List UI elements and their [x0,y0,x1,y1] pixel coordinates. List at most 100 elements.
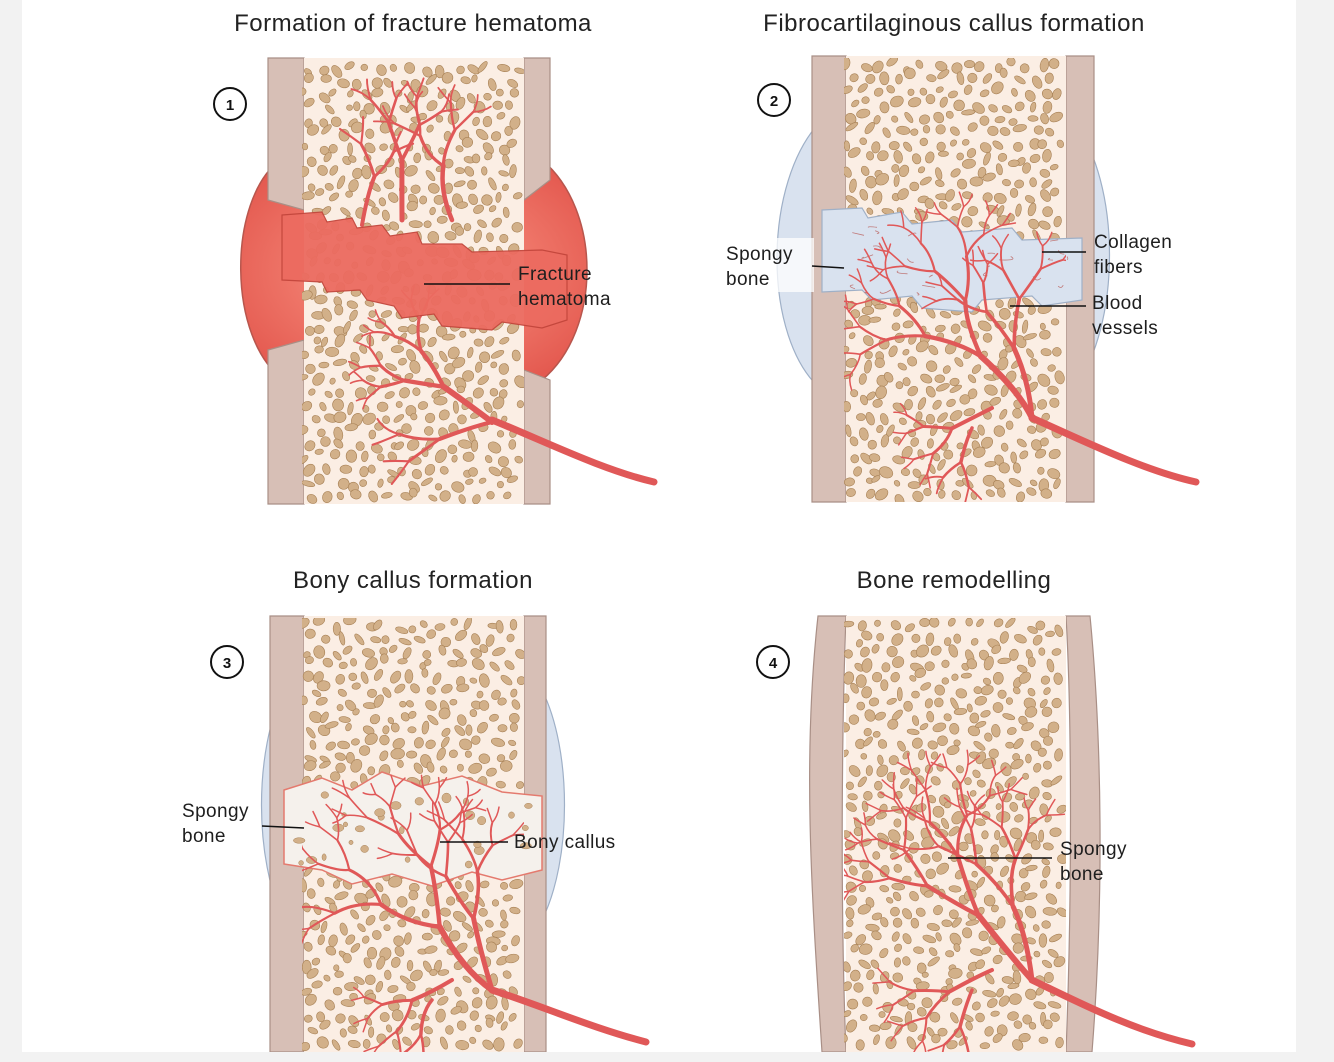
trabecula [849,178,857,193]
callus-pore [321,853,327,861]
trabecula [1014,179,1024,189]
trabecula [461,137,474,148]
callus-pore [374,808,386,817]
trabecula [1009,827,1023,840]
label-line: bone [726,269,770,290]
trabecula [997,689,1007,699]
trabecula [435,115,444,123]
trabecula [338,661,348,670]
trabecula [399,387,410,399]
trabecula [924,661,935,672]
cortex-left [808,615,847,1052]
trabecula [990,1010,1000,1017]
trabecula [1012,462,1021,474]
label-line: hematoma [518,289,611,310]
trabecula [324,721,339,729]
trabecula [977,424,985,436]
callus-pore [293,837,306,844]
trabecula [382,687,392,698]
trabecula [333,438,344,449]
blood-vessel-icon [418,813,436,822]
trabecula [409,360,421,374]
exit-vessel [1028,414,1200,486]
trabecula [844,722,850,733]
trabecula [1049,397,1060,408]
trabecula [1014,75,1026,85]
blood-vessel-icon [846,308,861,328]
trabecula [332,622,341,636]
trabecula [364,142,376,154]
trabecula [963,408,976,417]
blood-vessel-icon [397,832,433,869]
trabecula [337,740,350,750]
trabecula [935,932,942,942]
trabecula [314,448,324,455]
trabecula [367,464,376,474]
trabecula [954,357,964,367]
blood-vessel-icon [1000,801,1004,829]
trabecula [485,1017,494,1028]
trabecula [317,877,325,887]
trabecula [861,630,873,641]
blood-vessel-icon [853,817,867,826]
trabecula [864,709,876,722]
trabecula [1032,634,1043,646]
trabecula [972,1001,981,1011]
trabecula [890,672,900,683]
trabecula [502,154,510,166]
trabecula [383,924,391,931]
trabecula [998,995,1010,1007]
trabecula [912,490,924,502]
trabecula [844,649,853,659]
trabecula [408,487,418,498]
trabecula [337,78,350,89]
trabecula [1015,491,1026,502]
trabecula [995,803,1002,810]
blood-vessel-icon [436,923,495,993]
trabecula [885,1036,897,1049]
trabecula [346,300,358,309]
trabecula [909,301,919,313]
trabecula [930,751,939,760]
blood-vessel-icon [459,813,473,824]
trabecula [499,337,510,345]
blood-vessel-icon [921,1016,928,1043]
trabecula [926,922,940,931]
blood-vessel-icon [844,842,859,851]
callus-pore [306,856,318,864]
trabecula [956,178,968,190]
trabecula [966,658,978,670]
trabecula [1024,90,1036,102]
trabecula [1027,115,1039,122]
trabecula [991,904,999,913]
blood-vessel-icon [392,131,402,154]
panel-4: Bone remodelling 4 Spongy bone [756,567,1196,1052]
trabecula [868,316,882,323]
trabecula [314,294,328,305]
trabecula [362,935,370,944]
trabecula [970,638,979,646]
trabecula [921,971,929,978]
blood-vessel-icon [919,472,929,486]
trabecula [871,475,881,483]
trabecula [445,1025,454,1035]
trabecula [949,932,962,946]
trabecula [937,412,948,423]
trabecula [1041,858,1050,866]
blood-vessel-icon [900,456,915,461]
blood-vessel-icon [378,902,442,929]
trabecula [390,670,402,684]
trabecula [920,682,932,691]
trabecula [406,750,418,759]
trabecula [302,480,316,488]
blood-vessel-icon [437,86,452,104]
trabecula [1047,721,1060,734]
trabecula [460,76,471,85]
trabecula [373,669,384,681]
trabecula [961,109,976,116]
trabecula [512,192,523,200]
trabecula [315,697,328,706]
trabecula [1045,127,1055,137]
trabecula [916,1007,927,1017]
trabecula [949,377,960,387]
